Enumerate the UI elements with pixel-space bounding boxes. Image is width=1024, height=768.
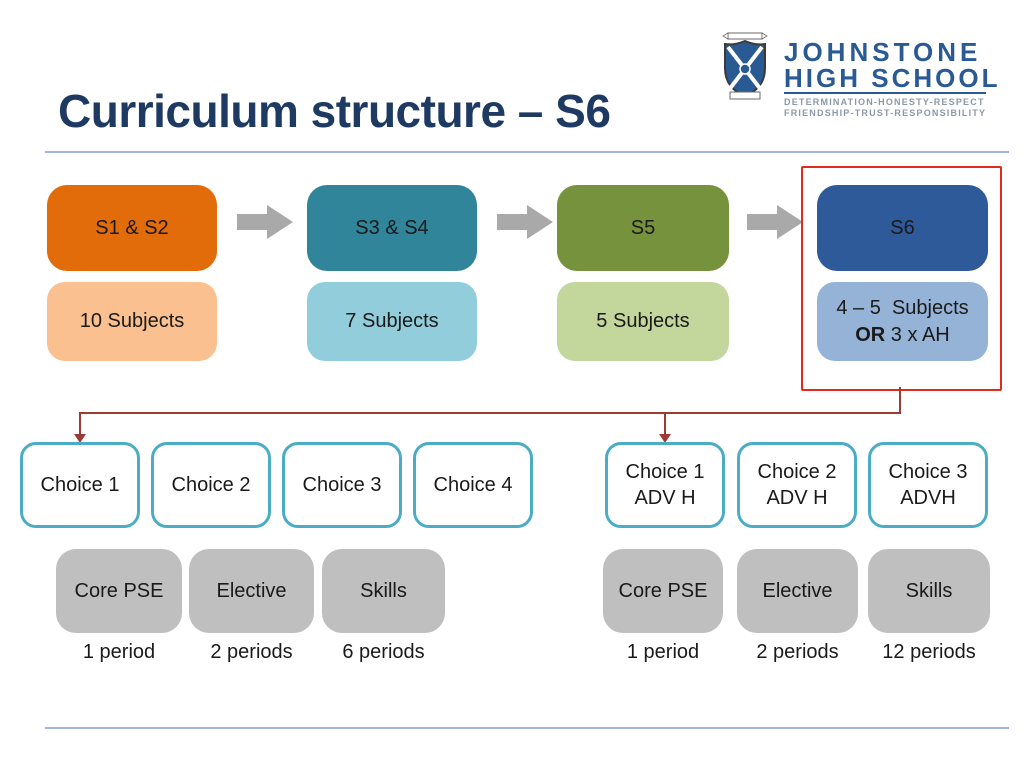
stage-box-s5: S5 xyxy=(557,185,729,271)
choice-label: Choice 3 xyxy=(302,474,382,496)
period-label: 6 periods xyxy=(342,641,425,663)
allocation-box-elective: Elective xyxy=(737,549,858,633)
s6-highlight-outline xyxy=(801,166,1002,391)
subjects-box-s6: 4 – 5 Subjects OR 3 x AH xyxy=(817,282,988,361)
allocation-label: Skills xyxy=(360,579,407,602)
connector-drop-left xyxy=(79,412,81,435)
choice-box-3: Choice 3 xyxy=(282,442,402,528)
subjects-label-line1: 4 – 5 Subjects xyxy=(836,297,969,320)
period-label: 2 periods xyxy=(756,641,839,663)
connector-arrowhead-icon xyxy=(659,434,671,443)
subjects-label: 7 Subjects xyxy=(345,310,439,333)
stage-label: S5 xyxy=(630,216,656,239)
school-motto-line2: FRIENDSHIP-TRUST-RESPONSIBILITY xyxy=(784,108,987,118)
stage-box-s6: S6 xyxy=(817,185,988,271)
allocation-box-core-pse: Core PSE xyxy=(56,549,182,633)
allocation-box-core-pse: Core PSE xyxy=(603,549,723,633)
allocation-box-skills: Skills xyxy=(322,549,445,633)
allocation-box-elective: Elective xyxy=(189,549,314,633)
stage-box-s1-s2: S1 & S2 xyxy=(47,185,217,271)
choice-label: Choice 3 xyxy=(888,461,968,483)
logo-divider xyxy=(784,92,986,94)
school-name-line2: HIGH SCHOOL xyxy=(784,63,1001,93)
subjects-label: 5 Subjects xyxy=(596,310,690,333)
flow-arrow-icon xyxy=(497,205,553,239)
choice-label: Choice 2 xyxy=(757,461,837,483)
or-emphasis: OR xyxy=(855,323,886,346)
school-crest-icon xyxy=(714,30,776,102)
school-name-line1: JOHNSTONE xyxy=(784,37,982,67)
period-label: 12 periods xyxy=(882,641,976,663)
allocation-box-skills: Skills xyxy=(868,549,990,633)
period-label: 2 periods xyxy=(210,641,293,663)
connector-arrowhead-icon xyxy=(74,434,86,443)
choice-sublabel: ADVH xyxy=(900,487,956,509)
choice-label: Choice 2 xyxy=(171,474,251,496)
subjects-box-s5: 5 Subjects xyxy=(557,282,729,361)
page-title: Curriculum structure – S6 xyxy=(58,85,611,137)
choice-box-4: Choice 4 xyxy=(413,442,533,528)
stage-label: S6 xyxy=(890,216,915,239)
allocation-label: Elective xyxy=(762,579,833,602)
stage-label: S3 & S4 xyxy=(355,216,429,239)
flow-arrow-icon xyxy=(237,205,293,239)
allocation-label: Skills xyxy=(905,579,953,602)
connector-horizontal xyxy=(79,412,901,414)
adv-choice-box-3: Choice 3 ADVH xyxy=(868,442,988,528)
allocation-label: Elective xyxy=(216,579,287,602)
choice-sublabel: ADV H xyxy=(766,487,828,509)
subjects-label-line2: OR 3 x AH xyxy=(855,322,949,348)
bottom-rule xyxy=(45,727,1009,729)
subjects-box-s1-s2: 10 Subjects xyxy=(47,282,217,361)
stage-label: S1 & S2 xyxy=(95,216,169,239)
choice-box-1: Choice 1 xyxy=(20,442,140,528)
title-underline xyxy=(45,151,1009,153)
choice-label: Choice 4 xyxy=(433,474,513,496)
period-label: 1 period xyxy=(82,641,156,663)
school-motto-line1: DETERMINATION-HONESTY-RESPECT xyxy=(784,97,985,107)
connector-stem xyxy=(899,387,901,413)
allocation-label: Core PSE xyxy=(74,579,164,602)
adv-choice-box-1: Choice 1 ADV H xyxy=(605,442,725,528)
stage-box-s3-s4: S3 & S4 xyxy=(307,185,477,271)
flow-arrow-icon xyxy=(747,205,803,239)
allocation-label: Core PSE xyxy=(618,579,708,602)
subjects-label-rest: 3 x AH xyxy=(885,323,950,346)
subjects-label: 10 Subjects xyxy=(79,310,185,333)
choice-sublabel: ADV H xyxy=(634,487,696,509)
choice-label: Choice 1 xyxy=(40,474,120,496)
connector-drop-right xyxy=(664,412,666,435)
period-label: 1 period xyxy=(626,641,700,663)
choice-label: Choice 1 xyxy=(625,461,705,483)
subjects-box-s3-s4: 7 Subjects xyxy=(307,282,477,361)
choice-box-2: Choice 2 xyxy=(151,442,271,528)
adv-choice-box-2: Choice 2 ADV H xyxy=(737,442,857,528)
